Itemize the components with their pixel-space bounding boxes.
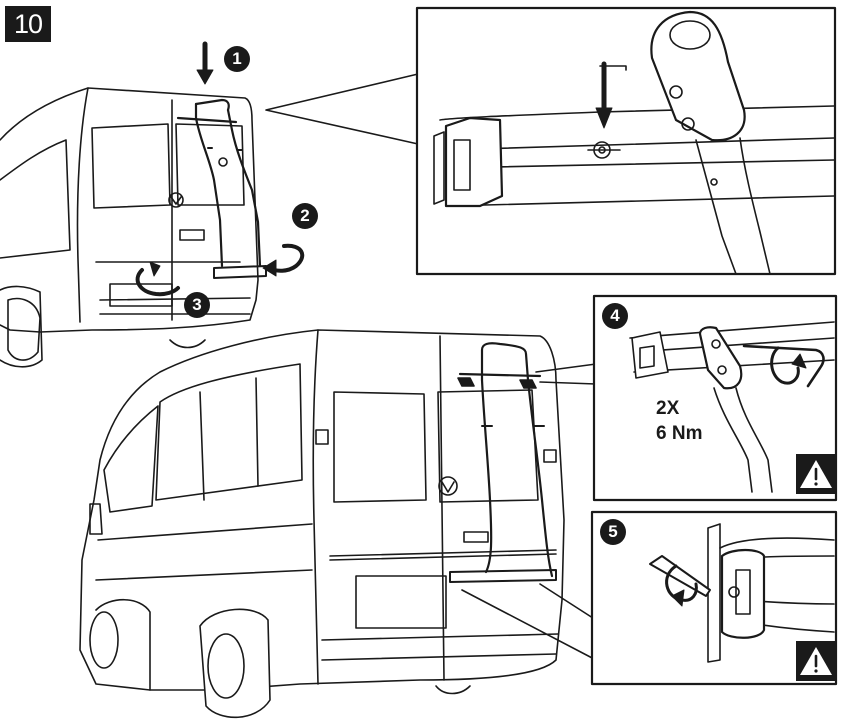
callout-5: 5 — [600, 519, 626, 545]
torque-spec: 2X 6 Nm — [656, 396, 702, 446]
clamp-tightening-detail — [629, 321, 835, 493]
callout-1: 1 — [224, 46, 250, 72]
detail-panel-5 — [590, 510, 838, 686]
rotate-arrow-icon — [268, 243, 305, 273]
small-van-rear-view — [0, 87, 267, 368]
torque-quantity: 2X — [656, 398, 680, 419]
warning-icon — [796, 641, 836, 681]
rotate-arrow-icon — [770, 346, 800, 385]
warning-icon — [796, 454, 836, 494]
rotate-arrow-icon — [135, 268, 180, 297]
callout-4: 4 — [602, 303, 628, 329]
torque-value: 6 Nm — [656, 423, 703, 444]
callout-2: 2 — [292, 203, 318, 229]
rail-mount-detail — [433, 10, 835, 275]
callout-3: 3 — [184, 292, 210, 318]
step-number-badge: 10 — [5, 6, 51, 42]
large-van-rear-view — [79, 329, 565, 719]
